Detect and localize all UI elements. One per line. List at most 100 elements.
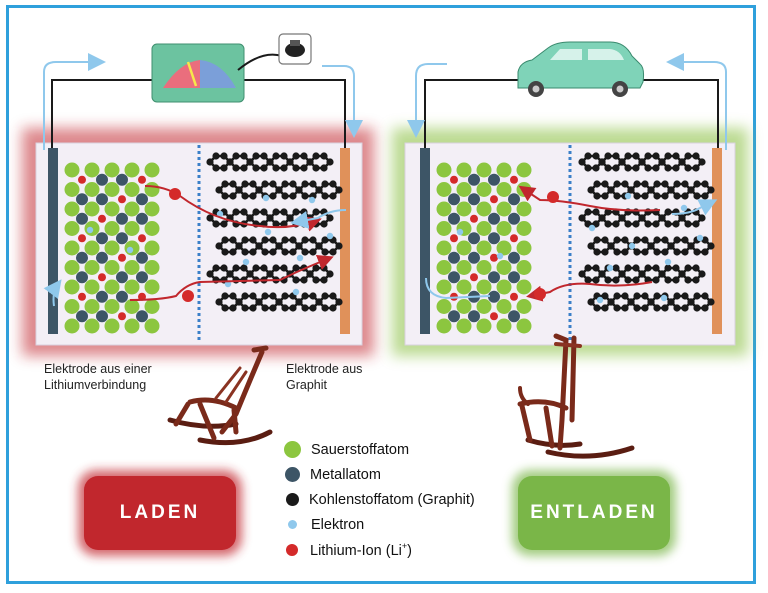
oxygen-atom [516, 260, 532, 275]
carbon-atom [249, 192, 257, 200]
lithium-ion-left-2 [182, 290, 194, 302]
carbon-atom [604, 164, 612, 172]
carbon-atom [693, 248, 701, 256]
oxygen-atom [456, 201, 472, 217]
oxygen-atom [64, 299, 80, 314]
carbon-atom [309, 236, 317, 244]
carbon-atom [652, 152, 660, 160]
metal-atom [96, 173, 108, 186]
rocking-chair-right-icon [517, 333, 635, 459]
carbon-atom [584, 152, 592, 160]
carbon-atom [269, 304, 277, 312]
carbon-atom [641, 236, 649, 244]
carbon-atom [707, 186, 715, 194]
oxygen-atom [144, 162, 160, 178]
oxygen-atom [64, 162, 80, 178]
metal-atom [508, 251, 520, 264]
laden-button[interactable]: LADEN [84, 476, 236, 550]
metal-atom [76, 271, 88, 284]
carbon-atom [641, 304, 649, 312]
oxygen-atom [84, 162, 100, 178]
entladen-button[interactable]: ENTLADEN [518, 476, 670, 550]
carbon-atom [281, 304, 289, 312]
carbon-atom [241, 236, 249, 244]
carbon-atom [612, 276, 620, 284]
lithium-ion [510, 175, 518, 184]
oxygen-atom [516, 279, 532, 295]
carbon-atom [598, 214, 606, 222]
carbon-atom [607, 298, 615, 306]
carbon-atom [584, 208, 592, 216]
carbon-atom [329, 192, 337, 200]
carbon-atom [261, 236, 269, 244]
carbon-atom [641, 180, 649, 188]
carbon-atom [678, 158, 686, 166]
carbon-atom [693, 292, 701, 300]
carbon-atom [647, 298, 655, 306]
carbon-atom [592, 264, 600, 272]
carbon-atom [673, 192, 681, 200]
oxygen-atom [516, 221, 532, 236]
carbon-atom [624, 220, 632, 228]
carbon-atom [335, 298, 343, 306]
carbon-atom [707, 298, 715, 306]
carbon-atom [607, 242, 615, 250]
carbon-atom [295, 186, 303, 194]
carbon-atom [578, 158, 586, 166]
carbon-atom [335, 186, 343, 194]
carbon-atom [652, 220, 660, 228]
metal-atom [448, 271, 460, 284]
carbon-atom [681, 236, 689, 244]
carbon-atom [593, 304, 601, 312]
carbon-atom [604, 220, 612, 228]
electron [606, 264, 614, 272]
oxygen-atom [144, 240, 160, 256]
metal-atom [96, 290, 108, 303]
carbon-atom [240, 264, 248, 272]
carbon-atom [621, 304, 629, 312]
lattice-left [64, 162, 160, 334]
light-blue-dot-icon [288, 520, 297, 529]
carbon-atom [269, 180, 277, 188]
legend-item-metal: Metallatom [284, 462, 475, 487]
carbon-atom [673, 236, 681, 244]
carbon-atom [329, 248, 337, 256]
carbon-atom [301, 248, 309, 256]
carbon-atom [255, 186, 263, 194]
carbon-atom [593, 236, 601, 244]
carbon-atom [329, 292, 337, 300]
electron [242, 258, 250, 266]
oxygen-atom [436, 318, 452, 334]
oxygen-atom [476, 318, 492, 334]
carbon-atom [672, 152, 680, 160]
carbon-atom [612, 152, 620, 160]
carbon-atom [633, 292, 641, 300]
carbon-atom [653, 304, 661, 312]
oxygen-atom [496, 260, 512, 275]
electron [664, 258, 672, 266]
carbon-atom [698, 158, 706, 166]
carbon-atom [281, 292, 289, 300]
carbon-atom [229, 236, 237, 244]
carbon-atom [632, 152, 640, 160]
carbon-atom [300, 152, 308, 160]
metal-atom [76, 251, 88, 264]
carbon-atom [215, 298, 223, 306]
carbon-atom [312, 164, 320, 172]
carbon-atom [232, 152, 240, 160]
carbon-atom [667, 298, 675, 306]
carbon-atom [612, 264, 620, 272]
carbon-atom [653, 292, 661, 300]
carbon-atom [292, 208, 300, 216]
carbon-atom [235, 298, 243, 306]
carbon-atom [215, 242, 223, 250]
carbon-atom [220, 264, 228, 272]
entladen-button-label: ENTLADEN [530, 502, 658, 523]
carbon-atom [707, 242, 715, 250]
carbon-atom [684, 264, 692, 272]
oxygen-atom [144, 279, 160, 295]
carbon-atom [613, 236, 621, 244]
electron [264, 228, 272, 236]
carbon-atom [320, 264, 328, 272]
oxygen-atom [104, 260, 120, 275]
